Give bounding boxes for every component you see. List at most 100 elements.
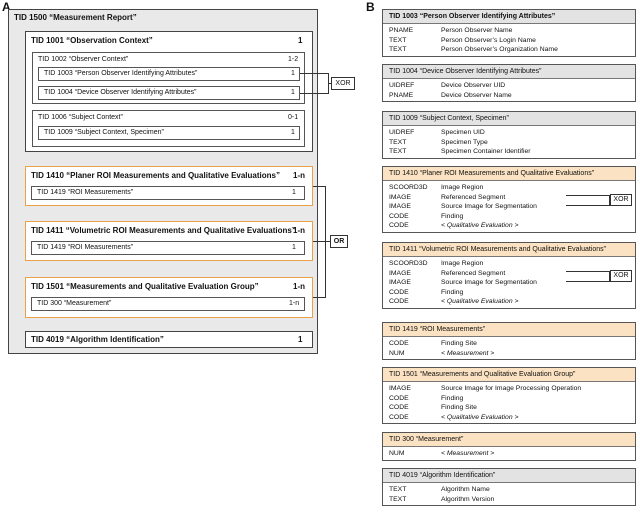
xor-connector-bottom xyxy=(300,93,329,94)
tid-block-header: TID 300 “Measurement” xyxy=(383,433,635,447)
panel-b-letter: B xyxy=(366,0,375,14)
xor-bracket-top xyxy=(566,195,610,197)
concept-name: Image Region xyxy=(441,184,484,191)
subject-specimen-label: TID 1009 “Subject Context, Specimen” xyxy=(44,129,164,136)
concept-name: Specimen UID xyxy=(441,129,485,136)
content-item-row: CODE < Qualitative Evaluation > xyxy=(383,297,635,307)
concept-name: Person Observer’s Login Name xyxy=(441,36,536,44)
subject-context-title: TID 1006 “Subject Context” xyxy=(38,114,123,121)
device-observer-box xyxy=(38,86,300,100)
xor-connector-vertical xyxy=(328,73,329,94)
tid-block-header: TID 1004 “Device Observer Identifying At… xyxy=(383,65,635,79)
planar-roi-child-card: 1 xyxy=(292,189,296,196)
concept-name: Algorithm Name xyxy=(441,486,490,493)
observation-context-title: TID 1001 “Observation Context” xyxy=(31,36,153,45)
tid-block-person-observer: TID 1003 “Person Observer Identifying At… xyxy=(382,9,636,57)
content-item-row: UIDREF Specimen UID xyxy=(383,128,635,138)
measurement-group-title: TID 1501 “Measurements and Qualitative E… xyxy=(31,282,259,291)
tid-block-header: TID 1410 “Planer ROI Measurements and Qu… xyxy=(383,167,635,181)
volumetric-roi-card: 1-n xyxy=(293,226,305,235)
observer-context-card: 1-2 xyxy=(288,56,299,63)
concept-name: Referenced Segment xyxy=(441,193,506,201)
tid-block-measurement: TID 300 “Measurement” NUM < Measurement > xyxy=(382,432,636,461)
value-type: UIDREF xyxy=(389,129,415,136)
planar-roi-child-box xyxy=(31,186,305,200)
concept-name: Person Observer Name xyxy=(441,27,513,34)
value-type: CODE xyxy=(389,394,409,402)
tid-block-roi-measurements: TID 1419 “ROI Measurements” CODE Finding S… xyxy=(382,322,636,360)
concept-name: Finding Site xyxy=(441,340,477,347)
tid-block-subject-specimen: TID 1009 “Subject Context, Specimen”UIDR… xyxy=(382,111,636,159)
content-item-row: NUM< Measurement > xyxy=(383,349,635,359)
content-item-row: CODE< Qualitative Evaluation > xyxy=(383,413,635,423)
panel-a-letter: A xyxy=(2,0,11,14)
concept-name: Finding xyxy=(441,288,464,296)
value-type: IMAGE xyxy=(389,279,411,286)
value-type: CODE xyxy=(389,340,409,347)
content-item-row: TEXT Person Observer’s Organization Name xyxy=(383,45,635,55)
concept-name: < Measurement > xyxy=(441,450,495,457)
concept-name: < Qualitative Evaluation > xyxy=(441,298,519,305)
subject-specimen-box xyxy=(38,126,300,140)
volumetric-roi-child-label: TID 1419 “ROI Measurements” xyxy=(37,244,134,251)
xor-tag-b: XOR xyxy=(610,270,632,283)
concept-name: < Qualitative Evaluation > xyxy=(441,222,519,229)
volumetric-roi-title: TID 1411 “Volumetric ROI Measurements an… xyxy=(31,226,296,235)
value-type: UIDREF xyxy=(389,82,415,89)
content-item-row: IMAGE Source Image for Image Processing O… xyxy=(383,384,635,394)
volumetric-roi-child-card: 1 xyxy=(292,244,296,251)
or-tag: OR xyxy=(330,235,348,248)
algorithm-card: 1 xyxy=(298,335,303,344)
device-observer-card: 1 xyxy=(291,89,295,96)
value-type: CODE xyxy=(389,212,409,220)
algorithm-box xyxy=(25,331,313,348)
xor-tag-b: XOR xyxy=(610,194,632,207)
planar-roi-child-label: TID 1419 “ROI Measurements” xyxy=(37,189,134,196)
tid-block-header: TID 1419 “ROI Measurements” xyxy=(383,323,635,337)
algorithm-title: TID 4019 “Algorithm Identification” xyxy=(31,335,164,344)
value-type: CODE xyxy=(389,222,409,229)
concept-name: Image Region xyxy=(441,260,484,267)
content-item-row: CODE < Qualitative Evaluation > xyxy=(383,221,635,231)
xor-tag-a: XOR xyxy=(331,77,355,90)
value-type: TEXT xyxy=(389,46,407,53)
xor-bracket-top xyxy=(566,271,610,273)
value-type: CODE xyxy=(389,298,409,305)
value-type: NUM xyxy=(389,450,405,457)
concept-name: Person Observer’s Organization Name xyxy=(441,46,558,53)
subject-context-card: 0-1 xyxy=(288,114,299,121)
xor-bracket-bottom xyxy=(566,204,610,206)
tid-block-planar-roi: TID 1410 “Planer ROI Measurements and Qu… xyxy=(382,166,636,233)
measurement-group-child-label: TID 300 “Measurement” xyxy=(37,300,112,307)
measurement-report-title: TID 1500 “Measurement Report” xyxy=(14,13,137,22)
concept-name: Device Observer Name xyxy=(441,91,512,99)
tid-block-measurement-group: TID 1501 “Measurements and Qualitative E… xyxy=(382,367,636,424)
concept-name: Finding Site xyxy=(441,404,477,411)
or-connector-bottom xyxy=(313,297,326,298)
concept-name: Source Image for Image Processing Operat… xyxy=(441,385,582,392)
concept-name: Finding xyxy=(441,394,464,402)
subject-specimen-card: 1 xyxy=(291,129,295,136)
or-connector-top xyxy=(313,186,326,187)
xor-bracket-vertical xyxy=(609,195,610,206)
value-type: TEXT xyxy=(389,138,407,146)
or-connector-vertical xyxy=(325,186,326,298)
value-type: IMAGE xyxy=(389,385,411,392)
content-item-row: CODE Finding xyxy=(383,394,635,404)
